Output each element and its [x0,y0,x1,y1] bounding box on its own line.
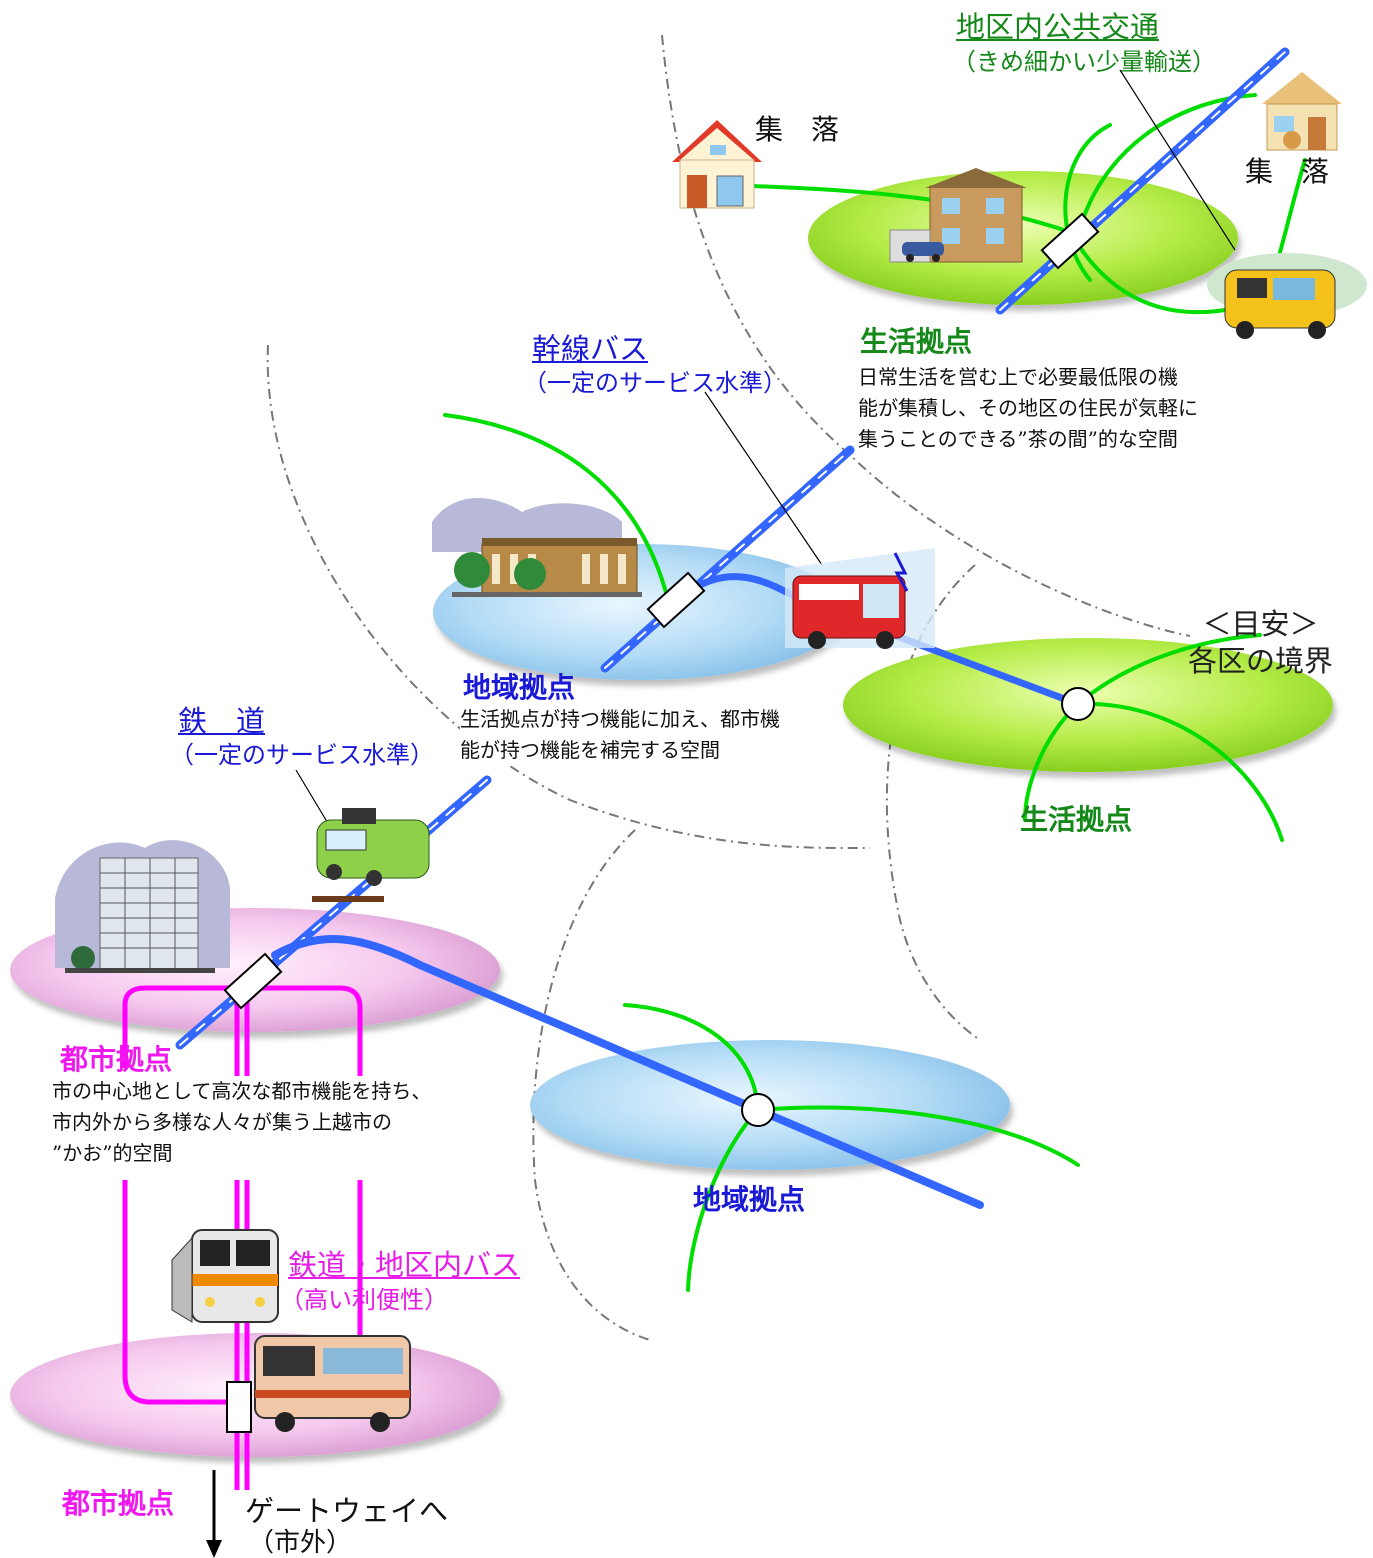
red-bus-icon [785,548,935,649]
boundary-note-line1: ＜目安＞ [1202,607,1319,641]
urban-hub-desc-line: ”かお”的空間 [52,1141,173,1165]
urban-hub-desc-line: 市内外から多様な人々が集う上越市の [52,1110,392,1134]
urban-hub-bottom-title: 都市拠点 [62,1487,175,1520]
local-transit-subtitle: （きめ細かい少量輸送） [952,48,1216,76]
rail-local-bus-title[interactable]: 鉄道・地区内バス [288,1248,521,1282]
house-red-roof-icon [672,120,762,209]
regional-hub-bottom-title: 地域拠点 [693,1183,806,1216]
stations [223,212,1100,1433]
railway-subtitle: （一定のサービス水準） [170,741,434,769]
house-beige-icon [1262,72,1342,151]
school-bus-icon [1207,253,1367,339]
city-bus-icon [254,1335,411,1432]
trunk-bus-subtitle: （一定のサービス水準） [523,369,787,397]
apartment-house-icon [889,168,1027,263]
hub-life-top [808,171,1238,305]
life-hub-desc-line: 日常生活を営む上で必要最低限の機 [858,365,1178,389]
regional-hub-desc-line: 能が持つ機能を補完する空間 [460,738,720,762]
trunk-lines [175,47,1290,1209]
life-hub-right-title: 生活拠点 [1020,803,1133,836]
office-tower-icon [55,840,230,973]
local-transit-lines [443,93,1307,1292]
urban-hub-title: 都市拠点 [60,1043,173,1076]
rail-local-bus-subtitle: （高い利便性） [280,1286,448,1314]
regional-hub-desc-line: 生活拠点が持つ機能に加え、都市機 [460,707,780,731]
life-hub-title: 生活拠点 [860,325,973,358]
regional-hub-description: 生活拠点が持つ機能に加え、都市機 能が持つ機能を補完する空間 [460,704,788,766]
regional-hub-title: 地域拠点 [463,671,576,704]
life-hub-description: 日常生活を営む上で必要最低限の機 能が集積し、その地区の住民が気軽に 集うことの… [858,362,1198,455]
gateway-sublabel: （市外） [248,1528,353,1558]
village-label-right: 集 落 [1245,155,1330,188]
village-label-left: 集 落 [755,113,840,146]
life-hub-desc-line: 集うことのできる”茶の間”的な空間 [858,427,1178,451]
local-transit-title[interactable]: 地区内公共交通 [956,10,1160,44]
urban-hub-description: 市の中心地として高次な都市機能を持ち、 市内外から多様な人々が集う上越市の ”か… [52,1076,438,1169]
train-character-icon [312,808,430,902]
life-hub-desc-line: 能が集積し、その地区の住民が気軽に [858,396,1198,420]
gateway-label: ゲートウェイへ [245,1494,449,1528]
gateway-arrow [206,1470,222,1558]
trunk-bus-title[interactable]: 幹線バス [532,332,649,366]
railway-title[interactable]: 鉄 道 [178,704,266,738]
public-building-icon [432,498,642,597]
boundary-note-line2: 各区の境界 [1188,644,1334,678]
urban-hub-desc-line: 市の中心地として高次な都市機能を持ち、 [52,1079,432,1103]
commuter-train-icon [171,1229,279,1323]
boundary-note: ＜目安＞ 各区の境界 [1188,606,1333,680]
